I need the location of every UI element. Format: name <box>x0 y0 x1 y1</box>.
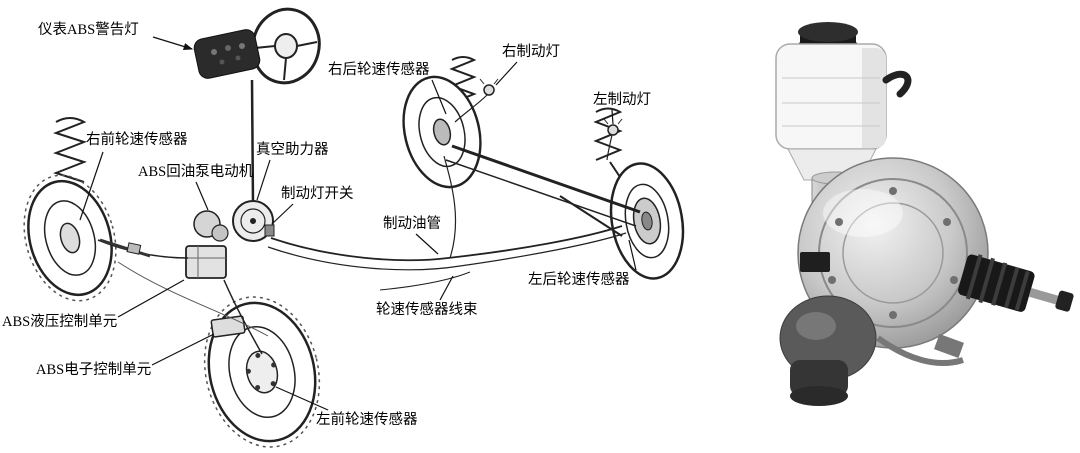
label-instrument-abs-warning-light: 仪表ABS警告灯 <box>38 22 139 38</box>
push-rod <box>1028 288 1061 305</box>
steering-column <box>250 79 255 205</box>
label-brake-oil-pipe: 制动油管 <box>383 216 441 232</box>
label-abs-electronic-control-unit: ABS电子控制单元 <box>36 362 152 378</box>
leader-left-front-wheel-speed-sensor <box>275 386 329 411</box>
leader-brake-light-switch <box>271 203 294 225</box>
leader-right-front-wheel-speed-sensor <box>79 151 104 221</box>
leader-abs-return-pump-motor <box>195 181 209 211</box>
abs-pump-motor-unit <box>193 210 229 242</box>
front-left-wheel <box>203 296 321 448</box>
label-wheel-speed-sensor-harness: 轮速传感器线束 <box>376 302 478 318</box>
fluid-reservoir <box>775 43 887 181</box>
label-left-front-wheel-speed-sensor: 左前轮速传感器 <box>316 412 418 428</box>
label-abs-hydraulic-control-unit: ABS液压控制单元 <box>2 314 118 330</box>
instrument-cluster <box>193 29 261 79</box>
label-vacuum-booster: 真空助力器 <box>256 142 329 158</box>
right-brake-light-bulb <box>454 78 499 123</box>
brake-pipes <box>97 155 627 355</box>
front-right-wheel <box>23 174 117 302</box>
pump-motor <box>779 295 964 406</box>
dust-boot <box>958 254 1074 312</box>
leader-wheel-speed-sensor-harness <box>439 275 454 301</box>
label-left-brake-light: 左制动灯 <box>593 92 651 108</box>
rear-left-wheel <box>609 162 685 280</box>
label-abs-return-pump-motor: ABS回油泵电动机 <box>138 164 254 180</box>
electronic-control-unit <box>210 315 246 338</box>
rear-right-wheel <box>402 75 482 189</box>
leader-left-rear-wheel-speed-sensor <box>628 239 637 271</box>
logo-plate <box>800 252 830 272</box>
leader-abs-electronic-control-unit <box>151 333 215 366</box>
leader-right-brake-light <box>495 61 518 86</box>
label-right-front-wheel-speed-sensor: 右前轮速传感器 <box>86 132 188 148</box>
abs-chassis-diagram <box>23 7 685 448</box>
label-left-rear-wheel-speed-sensor: 左后轮速传感器 <box>528 272 630 288</box>
leader-brake-oil-pipe <box>415 233 439 255</box>
brake-booster-photo <box>775 22 1074 406</box>
leader-lines <box>79 36 637 411</box>
steering-wheel <box>251 7 321 85</box>
brake-light-switch-unit <box>264 224 275 237</box>
label-right-rear-wheel-speed-sensor: 右后轮速传感器 <box>328 62 430 78</box>
leader-vacuum-booster <box>256 159 271 201</box>
leader-right-rear-wheel-speed-sensor <box>431 79 447 115</box>
label-right-brake-light: 右制动灯 <box>502 44 560 60</box>
leader-abs-hydraulic-control-unit <box>117 279 185 318</box>
vacuum-booster-unit <box>232 200 274 242</box>
hydraulic-control-unit <box>185 245 227 279</box>
rod-clevis <box>1055 290 1074 312</box>
lever-handle <box>882 70 912 98</box>
label-brake-light-switch: 制动灯开关 <box>281 186 354 202</box>
left-brake-light-bulb <box>603 118 623 161</box>
leader-instrument-abs-warning-light <box>152 36 194 50</box>
leader-left-brake-light <box>611 109 614 125</box>
